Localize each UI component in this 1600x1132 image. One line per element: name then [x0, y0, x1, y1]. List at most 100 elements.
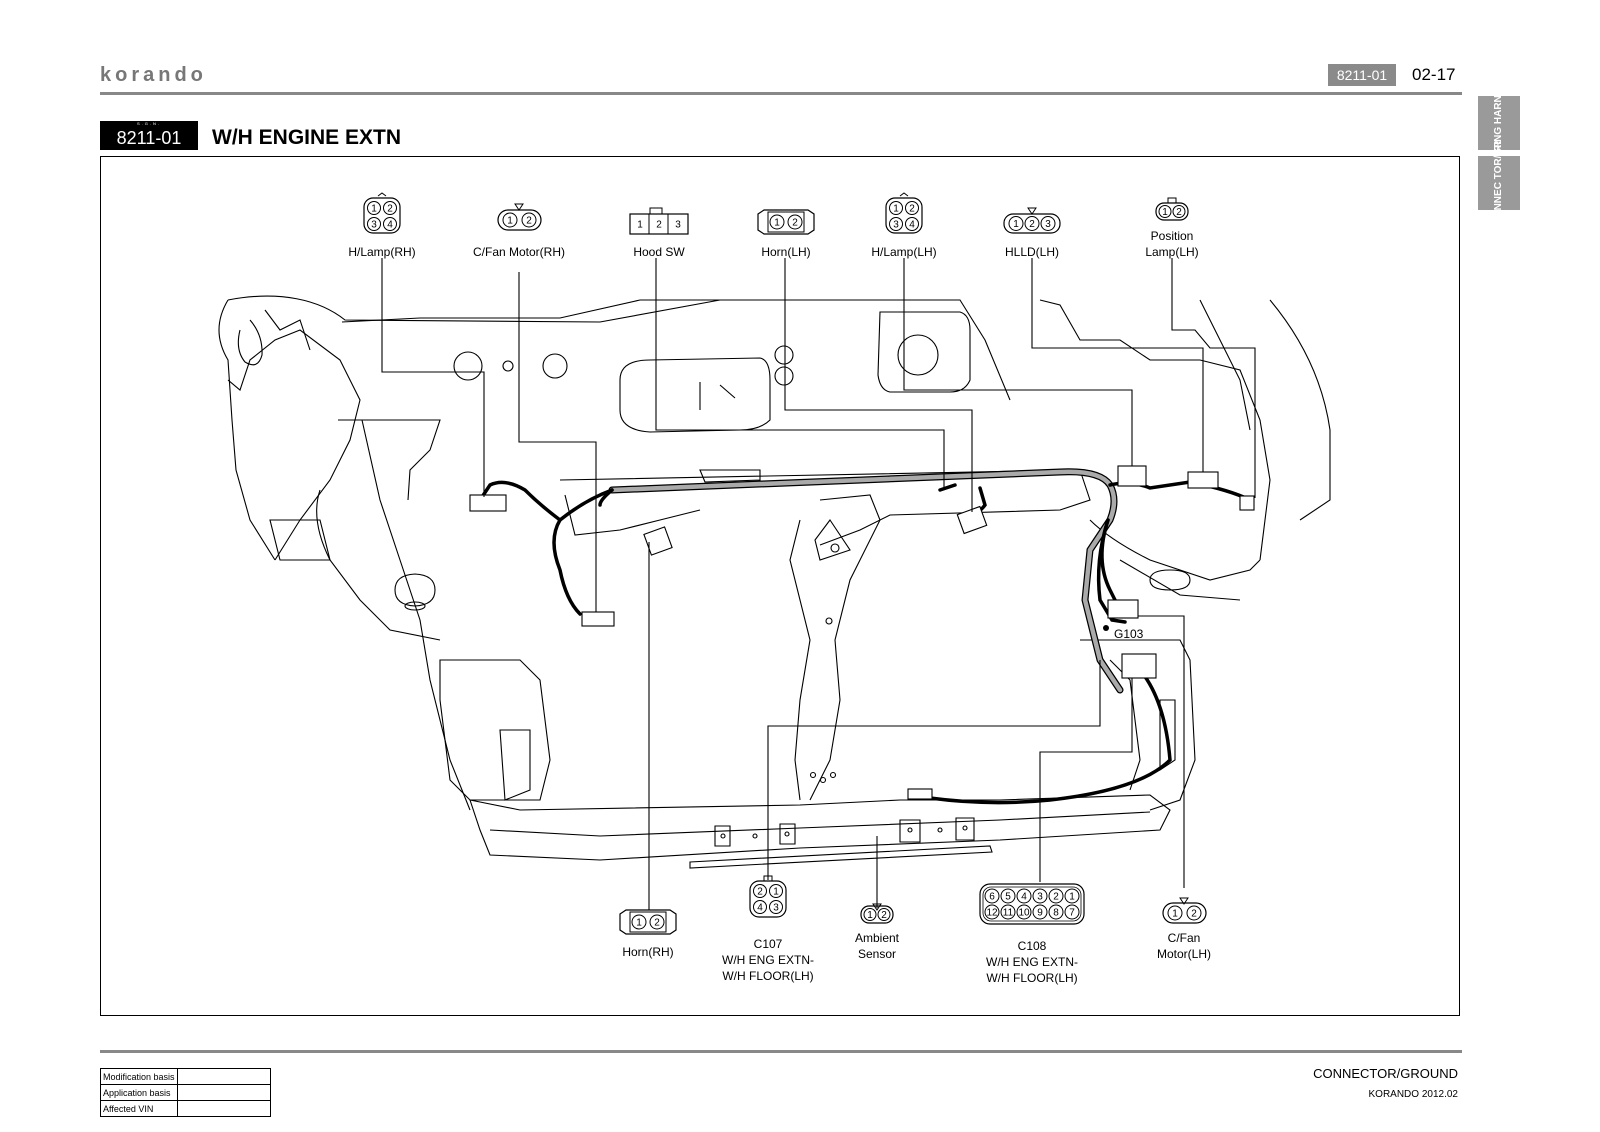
pin-label: 6 — [989, 892, 995, 903]
pin-label: 2 — [881, 910, 887, 921]
connector-label: H/Lamp(LH) — [871, 245, 936, 259]
leader-lines — [381, 258, 1256, 910]
pin-label: 1 — [637, 220, 643, 231]
pin-label: 1 — [774, 218, 780, 229]
connector-label: H/Lamp(RH) — [348, 245, 415, 259]
pin-label: 4 — [909, 220, 915, 231]
pin-label: 10 — [1018, 908, 1030, 919]
connector-hlld-lh: 1 2 3 HLLD(LH) — [1003, 207, 1061, 259]
pin-label: 2 — [1191, 909, 1197, 920]
connector-cfan-motor-rh: 1 2 C/Fan Motor(RH) — [473, 203, 565, 259]
brand-logo: korando — [100, 64, 207, 86]
connector-ambient-sensor: 1 2 Ambient Sensor — [855, 903, 900, 961]
header-rule — [100, 92, 1462, 95]
table-value — [177, 1084, 271, 1101]
connector-position-lamp-lh: 1 2 Position Lamp(LH) — [1145, 197, 1199, 259]
table-row: Application basis — [100, 1084, 271, 1101]
ground-g103: G103 — [1103, 625, 1144, 641]
harness-connector-blocks — [469, 465, 1255, 800]
table-key: Modification basis — [100, 1068, 178, 1085]
pin-label: 8 — [1053, 908, 1059, 919]
connector-label: Hood SW — [633, 245, 685, 259]
pin-label: 2 — [792, 218, 798, 229]
pin-label: 3 — [893, 220, 899, 231]
diagram-frame — [100, 156, 1460, 1016]
pin-label: 1 — [1013, 219, 1019, 230]
pin-label: 1 — [1172, 909, 1178, 920]
connector-c107: 2 1 4 3 C107 W/H ENG EXTN- W/H FLOOR(LH) — [722, 875, 814, 983]
pin-label: 2 — [656, 220, 662, 231]
pin-label: 3 — [371, 220, 377, 231]
connector-label: C/Fan — [1168, 931, 1201, 945]
connector-label: Horn(LH) — [761, 245, 810, 259]
pin-label: 2 — [909, 204, 915, 215]
pin-label: 7 — [1069, 908, 1075, 919]
pin-label: 3 — [1045, 219, 1051, 230]
pin-label: 1 — [893, 204, 899, 215]
pin-label: 2 — [1176, 207, 1182, 218]
pin-label: 2 — [1053, 892, 1059, 903]
chassis-drawing — [218, 295, 1331, 869]
pin-label: 1 — [371, 204, 377, 215]
connector-horn-rh: 1 2 Horn(RH) — [619, 909, 677, 959]
header-code-badge: 8211-01 — [1328, 64, 1396, 86]
table-value — [177, 1100, 271, 1117]
connector-label: C107 — [754, 937, 783, 951]
connector-hlamp-lh: 1 2 3 4 H/Lamp(LH) — [871, 192, 937, 259]
harness-branches — [480, 480, 1252, 805]
connector-label: HLLD(LH) — [1005, 245, 1059, 259]
pin-label: 11 — [1003, 908, 1014, 919]
ground-label: G103 — [1114, 627, 1144, 641]
pin-label: 1 — [636, 918, 642, 929]
connector-label: W/H FLOOR(LH) — [986, 971, 1077, 985]
connector-c108: 6 5 4 3 2 1 12 11 10 9 8 7 C108 W/H ENG … — [979, 883, 1085, 985]
pin-label: 3 — [675, 220, 681, 231]
connector-horn-lh: 1 2 Horn(LH) — [757, 209, 815, 259]
connector-hood-sw: 1 2 3 Hood SW — [629, 207, 689, 259]
pin-label: 2 — [1029, 219, 1035, 230]
connector-label: Lamp(LH) — [1145, 245, 1198, 259]
pin-label: 2 — [757, 887, 763, 898]
pin-label: 4 — [387, 220, 393, 231]
connector-label: Sensor — [858, 947, 896, 961]
section-code-badge: 8211-01 — [100, 126, 198, 150]
pin-label: 2 — [387, 204, 393, 215]
pin-label: 3 — [773, 903, 779, 914]
pin-label: 1 — [867, 910, 873, 921]
connector-label: Motor(LH) — [1157, 947, 1211, 961]
connector-label: W/H ENG EXTN- — [986, 955, 1078, 969]
connector-label: W/H FLOOR(LH) — [722, 969, 813, 983]
table-row: Affected VIN — [100, 1100, 271, 1117]
section-small-label: S.G.N. — [100, 121, 198, 126]
table-value — [177, 1068, 271, 1085]
footer-subtitle: KORANDO 2012.02 — [1368, 1089, 1459, 1100]
table-key: Affected VIN — [100, 1100, 178, 1117]
connector-cfan-motor-lh: 1 2 C/Fan Motor(LH) — [1157, 897, 1211, 961]
pin-label: 3 — [1037, 892, 1043, 903]
connector-label: C/Fan Motor(RH) — [473, 245, 565, 259]
pin-label: 9 — [1037, 908, 1043, 919]
side-tab-wiring-harness[interactable]: WIRING HARNES — [1478, 82, 1520, 164]
pin-label: 1 — [507, 216, 513, 227]
pin-label: 1 — [1162, 207, 1168, 218]
side-tab-connector-ground[interactable]: CONNEC TOR/GR — [1478, 141, 1520, 225]
connector-hlamp-rh: 1 2 3 4 H/Lamp(RH) — [348, 192, 416, 259]
connector-label: Horn(RH) — [622, 945, 673, 959]
connector-label: Ambient — [855, 931, 900, 945]
pin-label: 1 — [1069, 892, 1075, 903]
page-number: 02-17 — [1412, 65, 1456, 84]
footer-title: CONNECTOR/GROUND — [1313, 1066, 1458, 1081]
table-row: Modification basis — [100, 1068, 271, 1085]
connector-label: W/H ENG EXTN- — [722, 953, 814, 967]
revision-info-table: Modification basis Application basis Aff… — [100, 1068, 271, 1117]
pin-label: 4 — [757, 903, 763, 914]
pin-label: 12 — [986, 908, 998, 919]
harness-main-trunk — [608, 468, 1124, 694]
connector-label: C108 — [1018, 939, 1047, 953]
pin-label: 1 — [773, 887, 779, 898]
section-title: W/H ENGINE EXTN — [212, 126, 402, 149]
footer-rule — [100, 1050, 1462, 1053]
pin-label: 5 — [1005, 892, 1011, 903]
table-key: Application basis — [100, 1084, 178, 1101]
